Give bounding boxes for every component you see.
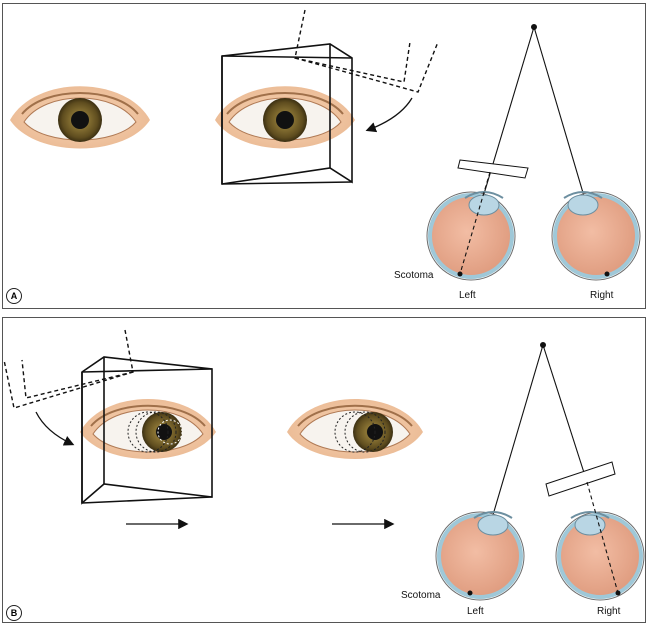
right-eye-label: Right <box>590 290 614 301</box>
panel-a-frame <box>2 3 646 309</box>
prism-wedge <box>457 159 529 179</box>
scotoma-point <box>457 271 463 277</box>
prism-wedge <box>545 461 616 497</box>
prism-handle-dashed <box>3 329 134 409</box>
right-eyeball <box>555 511 645 601</box>
eye-illustration <box>215 86 355 149</box>
panel-b-badge: B <box>6 605 22 621</box>
left-eyeball <box>435 511 525 601</box>
fovea-point <box>615 590 621 596</box>
scotoma-label: Scotoma <box>394 270 434 281</box>
right-eye-label: Right <box>597 606 621 617</box>
left-eye-label: Left <box>459 290 476 301</box>
eye-illustration <box>287 399 423 459</box>
panel-a-badge: A <box>6 288 22 304</box>
scotoma-point <box>467 590 473 596</box>
prism-handle-dashed <box>294 9 439 93</box>
rotation-arrow <box>365 97 413 133</box>
deviated-ray <box>586 481 619 594</box>
prism-box <box>221 43 353 185</box>
ray-line <box>542 344 588 483</box>
rotation-arrow <box>35 411 75 446</box>
right-eyeball <box>551 191 641 281</box>
eye-illustration <box>10 86 150 149</box>
left-eye-label: Left <box>467 606 484 617</box>
deviated-ray <box>459 171 491 275</box>
panel-b-frame <box>2 317 646 623</box>
eye-illustration <box>80 399 216 459</box>
fovea-point <box>604 271 610 277</box>
prism-box <box>81 356 213 505</box>
scotoma-label: Scotoma <box>401 590 441 601</box>
